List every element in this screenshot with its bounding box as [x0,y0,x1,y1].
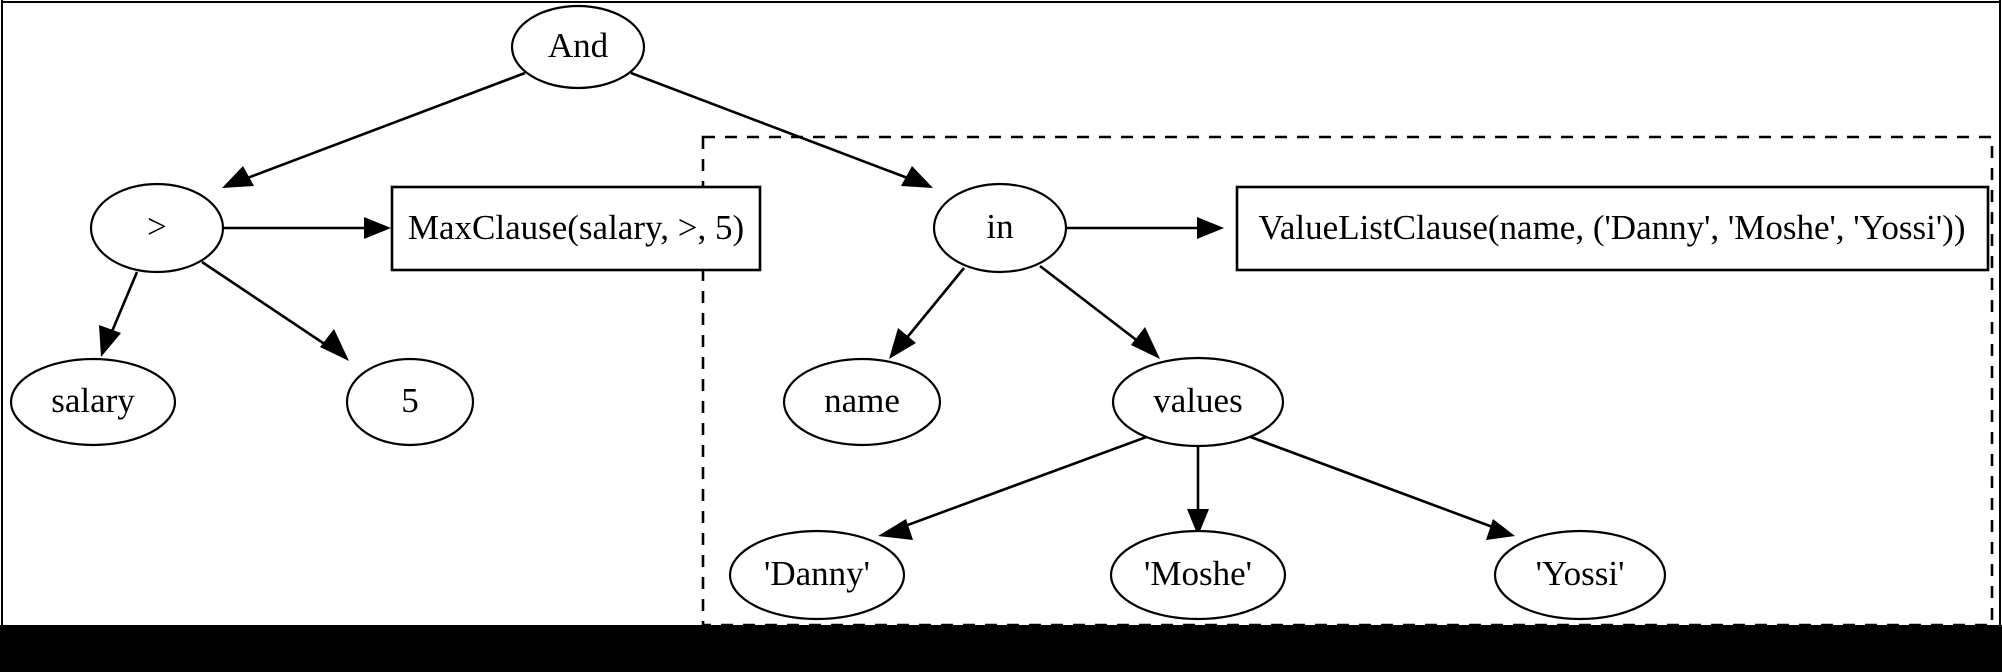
node-name[interactable]: name [782,357,942,447]
edges [99,71,1515,540]
bottom-black-bar [0,625,2002,672]
edge-values-to-moshe [1187,446,1209,536]
edge-gt-to-five [201,260,349,361]
node-in-label: in [986,207,1013,246]
node-in[interactable]: in [932,182,1068,274]
node-salary[interactable]: salary [9,357,177,447]
edge-in-to-name [889,267,966,359]
edge-values-to-yossi [1247,434,1515,540]
node-danny-label: 'Danny' [764,554,870,593]
node-gt-label: > [147,207,167,246]
arrow-head [889,328,916,359]
node-danny[interactable]: 'Danny' [728,529,906,621]
edge-gt-to-maxclause [223,217,391,239]
node-moshe-label: 'Moshe' [1144,554,1252,593]
tree-nodes: And > salary 5 in name [9,4,1667,621]
node-values-label: values [1153,381,1242,420]
edge-and-to-in [630,71,933,188]
arrow-head [1187,509,1209,536]
arrow-head [222,166,254,188]
edge-and-to-gt [222,71,526,188]
node-salary-label: salary [51,381,135,420]
value-list-clause-box[interactable]: ValueListClause(name, ('Danny', 'Moshe',… [1235,185,1990,272]
arrow-head [320,329,349,361]
edge-values-to-danny [878,434,1150,540]
max-clause-box[interactable]: MaxClause(salary, >, 5) [390,185,762,272]
arrow-head [1197,217,1224,239]
edge-gt-to-salary [99,271,139,357]
page-frame [1,0,2001,626]
arrow-head [364,217,391,239]
edge-in-to-valuelistclause [1065,217,1224,239]
clause-boxes: MaxClause(salary, >, 5) ValueListClause(… [390,185,1990,272]
arrow-head [878,519,913,540]
arrow-head [1131,327,1160,359]
node-name-label: name [824,381,900,420]
arrow-head [901,166,933,188]
edge-in-to-values [1039,264,1160,359]
node-yossi[interactable]: 'Yossi' [1493,529,1667,621]
node-and[interactable]: And [510,4,646,90]
node-moshe[interactable]: 'Moshe' [1109,529,1287,621]
node-yossi-label: 'Yossi' [1536,554,1625,593]
node-five-label: 5 [401,381,419,420]
node-five[interactable]: 5 [345,357,475,447]
node-values[interactable]: values [1111,356,1285,448]
value-list-clause-label: ValueListClause(name, ('Danny', 'Moshe',… [1259,208,1966,247]
node-gt[interactable]: > [89,182,225,274]
arrow-head [1486,519,1515,540]
arrow-head [99,325,121,357]
node-and-label: And [548,26,609,65]
max-clause-label: MaxClause(salary, >, 5) [408,208,744,247]
